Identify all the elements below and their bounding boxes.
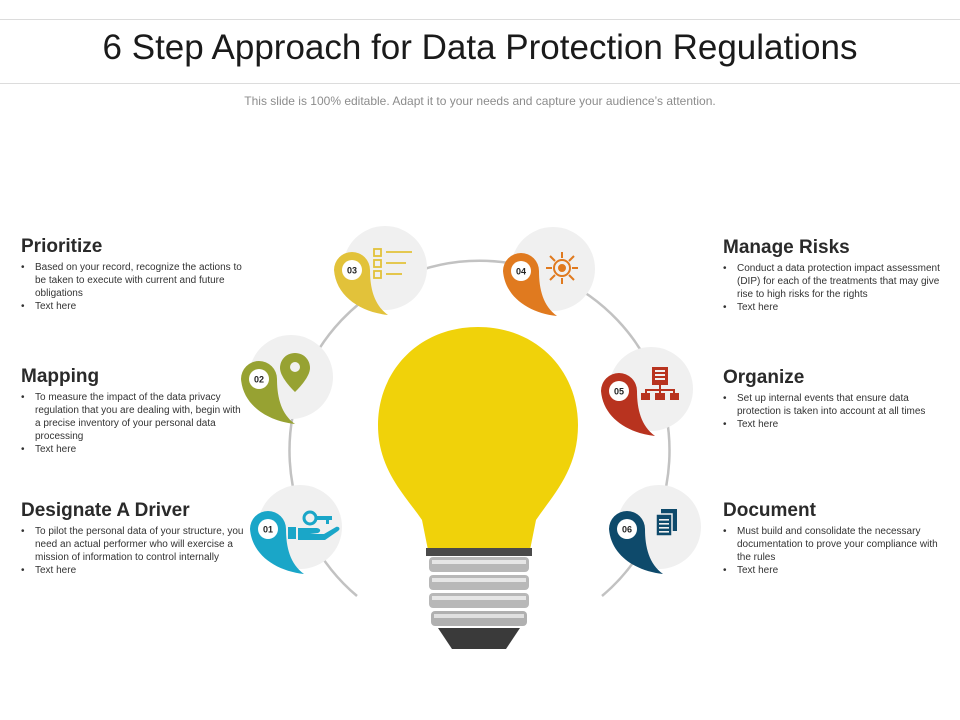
hand-key-icon [288, 510, 340, 540]
bullet: Conduct a data protection impact assessm… [723, 262, 951, 301]
step-04-title: Manage Risks [723, 237, 850, 258]
bulb-thread-3 [429, 593, 529, 608]
risk-target-icon [546, 252, 578, 284]
bullet: Text here [21, 443, 249, 456]
light-bulb [378, 327, 578, 649]
bullet: Text here [723, 418, 951, 431]
step-01-node: 01 [250, 485, 342, 574]
page-title: 6 Step Approach for Data Protection Regu… [102, 28, 858, 67]
step-03-badge [342, 260, 362, 280]
step-03-title: Prioritize [21, 236, 103, 257]
step-01-bullets: To pilot the personal data of your struc… [21, 525, 249, 577]
connector-arc [288, 259, 671, 597]
step-04-number: 04 [516, 267, 526, 277]
step-05-bullets: Set up internal events that ensure data … [723, 392, 951, 431]
bulb-thread-4 [431, 611, 527, 626]
step-06-number: 06 [622, 525, 632, 535]
step-05-text: Organize Set up internal events that ens… [723, 367, 951, 431]
bullet: Text here [21, 300, 249, 313]
bullet: To measure the impact of the data privac… [21, 391, 249, 443]
bulb-thread-1 [429, 557, 529, 572]
org-chart-icon [641, 367, 679, 400]
step-02-node: 02 [241, 335, 333, 424]
step-04-bullets: Conduct a data protection impact assessm… [723, 262, 951, 314]
bulb-glass [378, 327, 578, 550]
step-02-title: Mapping [21, 366, 100, 387]
step-03-number: 03 [347, 266, 357, 276]
bulb-tip [438, 628, 520, 649]
step-06-title: Document [723, 500, 816, 521]
document-icon [655, 509, 677, 537]
step-03-bullets: Based on your record, recognize the acti… [21, 261, 249, 313]
page-subtitle: This slide is 100% editable. Adapt it to… [244, 94, 716, 108]
step-02-badge [249, 369, 269, 389]
step-05-node: 05 [601, 347, 693, 436]
top-rule [0, 19, 960, 20]
step-05-badge [609, 381, 629, 401]
bullet: Must build and consolidate the necessary… [723, 525, 951, 564]
bullet: To pilot the personal data of your struc… [21, 525, 249, 564]
bullet: Text here [723, 564, 951, 577]
map-pin-icon [280, 353, 310, 392]
step-04-text: Manage Risks Conduct a data protection i… [723, 237, 951, 314]
step-01-number: 01 [263, 525, 273, 535]
bulb-thread-2 [429, 575, 529, 590]
step-01-badge [258, 519, 278, 539]
bullet: Text here [21, 564, 249, 577]
step-01-text: Designate A Driver To pilot the personal… [21, 500, 249, 577]
step-04-node: 04 [503, 227, 595, 316]
step-02-number: 02 [254, 375, 264, 385]
step-01-title: Designate A Driver [21, 500, 190, 521]
checklist-icon [373, 248, 412, 279]
step-02-text: Mapping To measure the impact of the dat… [21, 366, 249, 456]
step-04-badge [511, 261, 531, 281]
bulb-collar [426, 548, 532, 556]
bullet: Based on your record, recognize the acti… [21, 261, 249, 300]
bullet: Set up internal events that ensure data … [723, 392, 951, 418]
bullet: Text here [723, 301, 951, 314]
title-rule [0, 83, 960, 84]
step-05-number: 05 [614, 387, 624, 397]
step-03-node: 03 [334, 226, 427, 315]
step-06-node: 06 [609, 485, 701, 574]
step-06-badge [617, 519, 637, 539]
step-05-title: Organize [723, 367, 805, 388]
step-03-text: Prioritize Based on your record, recogni… [21, 236, 249, 313]
step-06-bullets: Must build and consolidate the necessary… [723, 525, 951, 577]
step-02-bullets: To measure the impact of the data privac… [21, 391, 249, 456]
step-06-text: Document Must build and consolidate the … [723, 500, 951, 577]
